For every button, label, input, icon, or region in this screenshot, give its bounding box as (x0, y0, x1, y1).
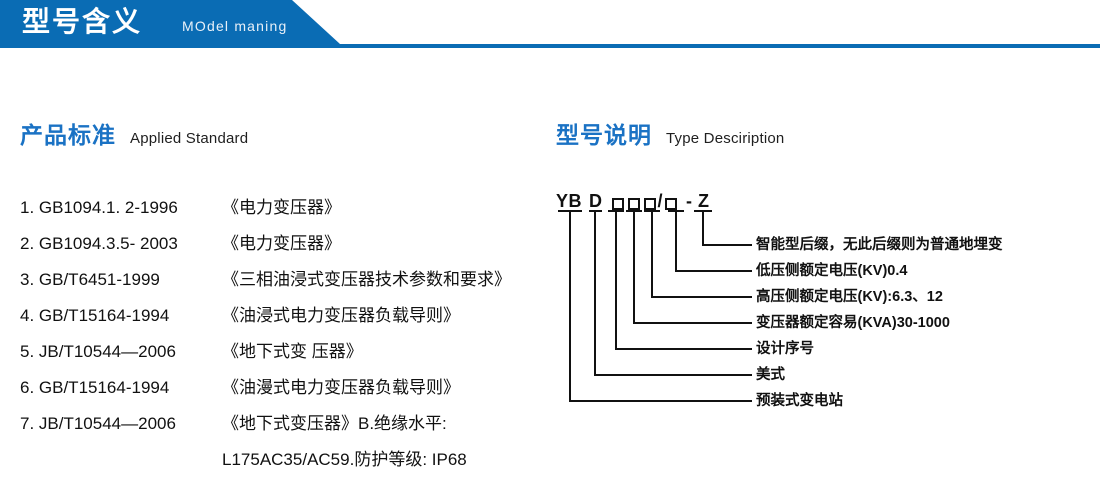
standards-heading-cn: 产品标准 (20, 122, 116, 148)
standards-heading-en: Applied Standard (130, 130, 249, 147)
banner-title-en: MOdel maning (182, 18, 288, 34)
list-item: 1. GB1094.1. 2-1996 《电力变压器》 (20, 190, 550, 226)
type-description-heading-en: Type Desciription (666, 130, 785, 147)
standard-title: 《地下式变压器》B.绝缘水平: (222, 414, 447, 433)
standard-title: 《地下式变 压器》 (222, 342, 363, 361)
list-item: 3. GB/T6451-1999 《三相油浸式变压器技术参数和要求》 (20, 262, 550, 298)
leader-lines (558, 210, 752, 402)
standards-list: 1. GB1094.1. 2-1996 《电力变压器》 2. GB1094.3.… (20, 190, 550, 478)
type-description-heading-cn: 型号说明 (556, 122, 652, 148)
list-item: 4. GB/T15164-1994 《油浸式电力变压器负载导则》 (20, 298, 550, 334)
callout-labels: 智能型后缀，无此后缀则为普通地埋变 低压侧额定电压(KV)0.4 高压侧额定电压… (756, 188, 1096, 438)
code-segment-z: - Z (686, 191, 710, 211)
callout-label-5: 设计序号 (756, 341, 814, 357)
standard-title: 《三相油浸式变压器技术参数和要求》 (222, 270, 511, 289)
standard-title-continuation: L175AC35/AC59.防护等级: IP68 (222, 450, 467, 469)
banner-title-cn: 型号含义 (22, 6, 143, 37)
type-description-section-heading: 型号说明 Type Desciription (556, 116, 784, 150)
standard-code: 6. GB/T15164-1994 (20, 378, 170, 397)
standard-code: 2. GB1094.3.5- 2003 (20, 234, 178, 253)
callout-label-2: 低压侧额定电压(KV)0.4 (756, 263, 908, 279)
callout-label-6: 美式 (756, 367, 785, 383)
standard-code: 5. JB/T10544—2006 (20, 342, 176, 361)
page-header-banner: 型号含义 MOdel maning (0, 0, 1100, 52)
code-box-placeholder-2 (627, 198, 640, 210)
callout-label-3: 高压侧额定电压(KV):6.3、12 (756, 289, 943, 305)
list-item: 7. JB/T10544—2006 《地下式变压器》B.绝缘水平: (20, 406, 550, 442)
callout-label-7: 预装式变电站 (756, 393, 843, 409)
code-segment-slash: / (657, 191, 664, 211)
standard-code: 7. JB/T10544—2006 (20, 414, 176, 433)
standard-title: 《油漫式电力变压器负载导则》 (222, 378, 460, 397)
callout-label-1: 智能型后缀，无此后缀则为普通地埋变 (756, 237, 1003, 253)
banner-horizontal-rule (0, 44, 1100, 48)
list-item: 2. GB1094.3.5- 2003 《电力变压器》 (20, 226, 550, 262)
callout-label-4: 变压器额定容易(KVA)30-1000 (756, 315, 950, 331)
standard-title: 《电力变压器》 (222, 198, 341, 217)
code-box-placeholder-4 (665, 198, 678, 210)
standards-section-heading: 产品标准 Applied Standard (20, 116, 248, 150)
standard-code: 3. GB/T6451-1999 (20, 270, 160, 289)
standard-title: 《油浸式电力变压器负载导则》 (222, 306, 460, 325)
list-item: 5. JB/T10544—2006 《地下式变 压器》 (20, 334, 550, 370)
code-segment-yb: YB (556, 191, 583, 211)
list-item: 6. GB/T15164-1994 《油漫式电力变压器负载导则》 (20, 370, 550, 406)
model-code-string: YB D / - Z (556, 188, 710, 212)
standard-code: 4. GB/T15164-1994 (20, 306, 170, 325)
code-box-placeholder-1 (611, 198, 624, 210)
banner-blue-shape (0, 0, 360, 48)
type-code-diagram: YB D / - Z (556, 188, 1086, 438)
code-box-placeholder-3 (643, 198, 656, 210)
standard-title: 《电力变压器》 (222, 234, 341, 253)
code-segment-d: D (589, 191, 603, 211)
standard-code: 1. GB1094.1. 2-1996 (20, 198, 178, 217)
